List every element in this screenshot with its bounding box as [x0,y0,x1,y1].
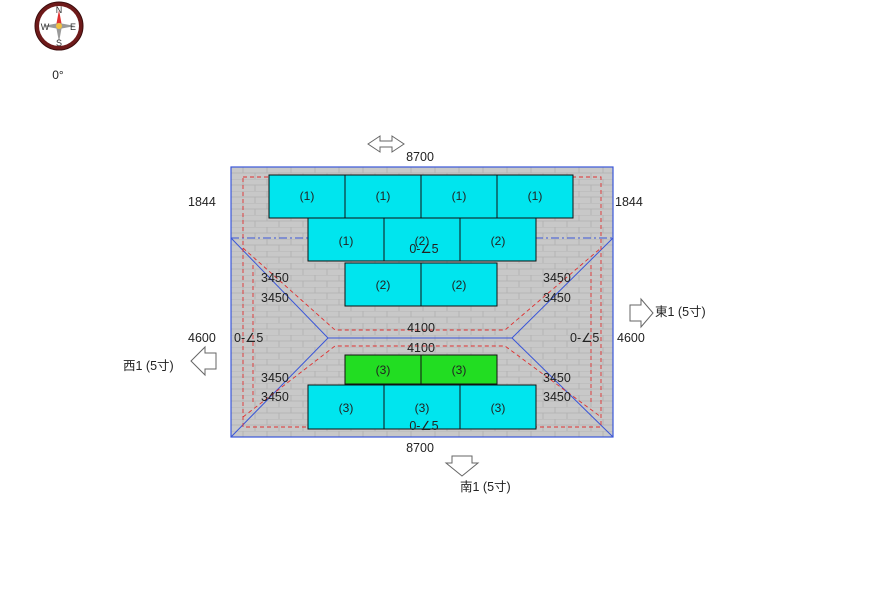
hip-lr-1: 3450 [543,371,571,385]
roof-plan[interactable]: (1) (1) (1) (1) (1) (2) (2) (2) (2) (3) … [230,166,614,438]
hip-ul-2: 3450 [261,291,289,305]
panel-label: (3) [376,363,391,377]
right-eave-label: 1844 [615,195,643,209]
panel-8[interactable]: (2) [344,262,422,307]
ridge-top-label: 4100 [407,321,435,335]
compass[interactable]: N S E W 0° [34,1,84,82]
panel-10[interactable]: (3) [344,354,422,385]
panel-2[interactable]: (1) [344,174,422,219]
panel-label: (1) [376,189,391,203]
panel-5[interactable]: (1) [307,217,385,262]
east-direction[interactable]: 東1 (5寸) [629,297,706,329]
slope-east-label: 0-∠5 [570,331,599,345]
east-direction-label: 東1 (5寸) [655,305,706,319]
slope-west-label: 0-∠5 [234,331,263,345]
west-direction-label: 西1 (5寸) [123,359,174,373]
hip-ur-1: 3450 [543,271,571,285]
top-width-label: 8700 [406,150,434,164]
panel-label: (2) [376,278,391,292]
panel-label: (1) [300,189,315,203]
panel-label: (2) [452,278,467,292]
panel-7[interactable]: (2) [459,217,537,262]
panel-13[interactable]: (3) [383,384,461,430]
slope-south-label: 0-∠5 [409,419,438,433]
panel-6[interactable]: (2) [383,217,461,262]
west-arrow-icon [190,345,217,377]
compass-n: N [56,5,63,15]
hip-ll-1: 3450 [261,371,289,385]
right-depth-label: 4600 [617,331,645,345]
hip-ul-1: 3450 [261,271,289,285]
left-depth-label: 4600 [188,331,216,345]
west-direction[interactable]: 西1 (5寸) [123,345,217,377]
panel-3[interactable]: (1) [420,174,498,219]
north-arrow-icon[interactable] [367,135,405,153]
panel-4[interactable]: (1) [496,174,574,219]
panel-12[interactable]: (3) [307,384,385,430]
slope-north-label: 0-∠5 [409,242,438,256]
panel-label: (3) [491,401,506,415]
panel-label: (3) [415,401,430,415]
south-direction[interactable]: 南1 (5寸) [444,455,511,494]
panel-label: (2) [415,234,430,248]
south-direction-label: 南1 (5寸) [460,479,511,494]
panel-label: (3) [339,401,354,415]
left-eave-label: 1844 [188,195,216,209]
panel-label: (1) [339,234,354,248]
east-arrow-icon [629,297,654,329]
panel-label: (1) [528,189,543,203]
panel-9[interactable]: (2) [420,262,498,307]
ridge-bottom-label: 4100 [407,341,435,355]
compass-e: E [70,22,76,32]
solar-panels: (1) (1) (1) (1) (1) (2) (2) (2) (2) (3) … [268,174,574,430]
compass-s: S [56,38,62,48]
panel-label: (1) [452,189,467,203]
compass-angle: 0° [52,68,64,82]
panel-1[interactable]: (1) [268,174,346,219]
hip-lr-2: 3450 [543,390,571,404]
panel-14[interactable]: (3) [459,384,537,430]
compass-needle-south-icon [56,26,62,42]
panel-label: (3) [452,363,467,377]
panel-11[interactable]: (3) [420,354,498,385]
south-arrow-icon [444,455,480,477]
compass-needle-north-icon [56,10,62,26]
bottom-width-label: 8700 [406,441,434,455]
hip-ur-2: 3450 [543,291,571,305]
compass-w: W [41,22,50,32]
panel-label: (2) [491,234,506,248]
hip-ll-2: 3450 [261,390,289,404]
hip-ridge-lines [230,237,614,438]
